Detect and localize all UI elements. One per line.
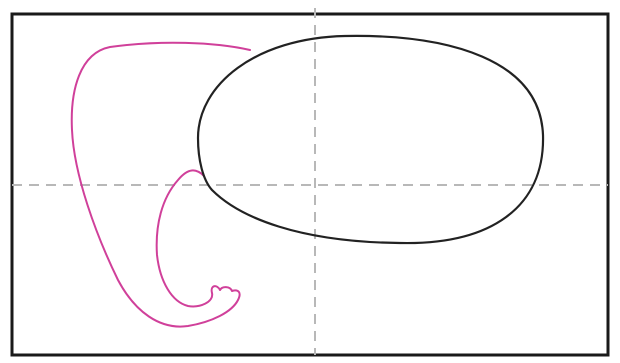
trunk-outline bbox=[70, 41, 251, 328]
head-outline bbox=[196, 34, 545, 245]
